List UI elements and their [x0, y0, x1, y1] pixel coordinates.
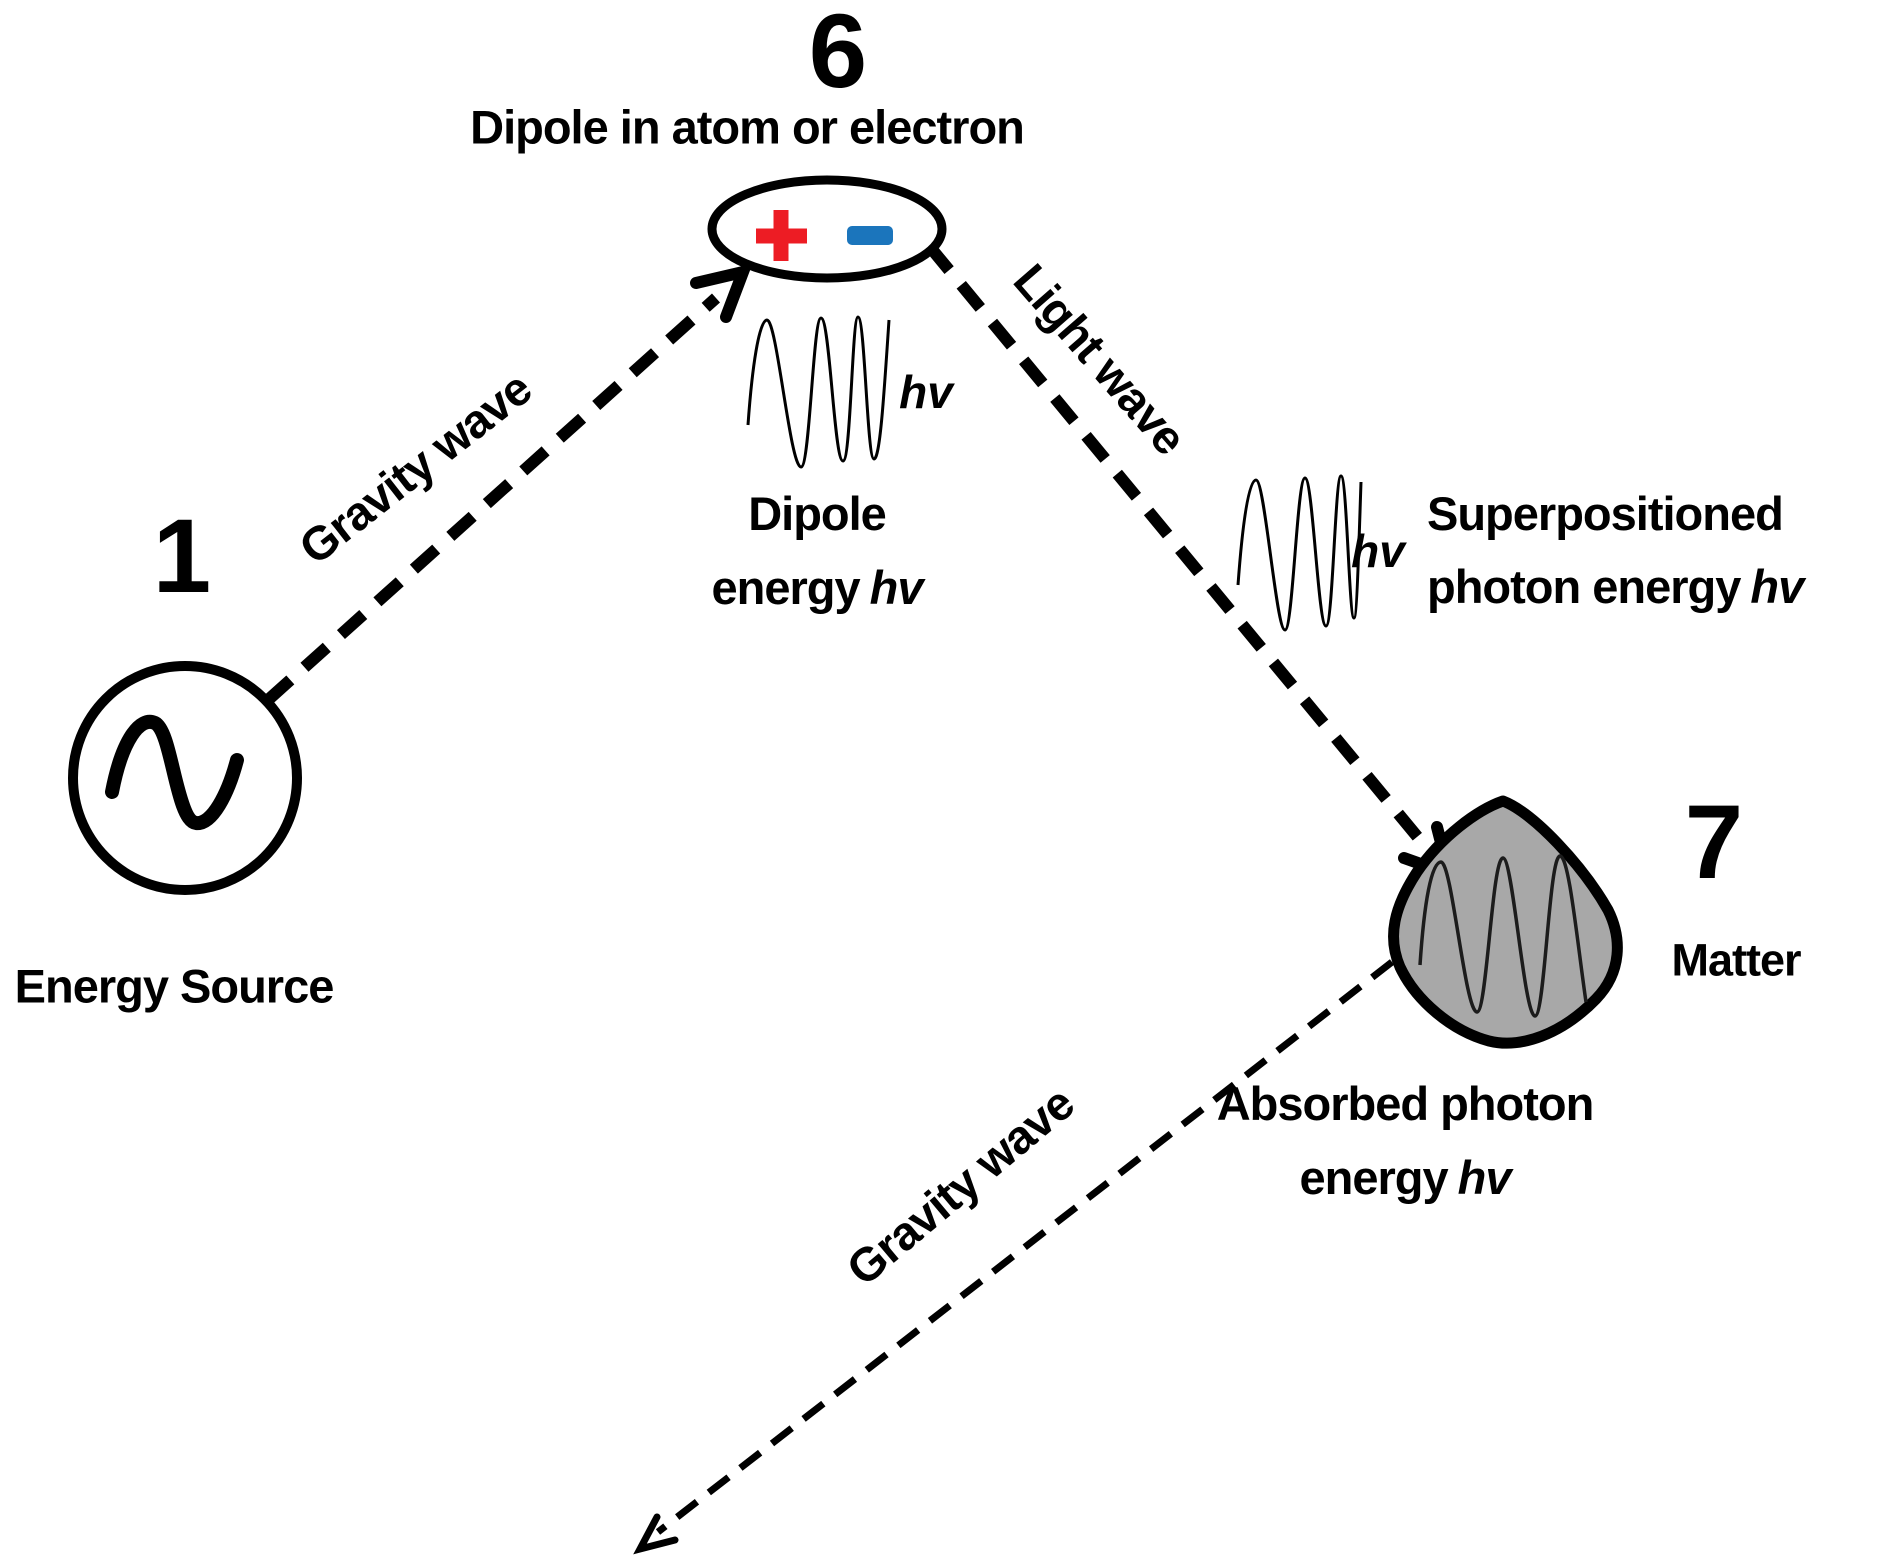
matter-number: 7	[1684, 783, 1744, 901]
absorbed-photon-wave-icon	[1418, 854, 1588, 1018]
matter-label: Matter	[1671, 934, 1801, 986]
dipole-energy-line1: Dipole	[748, 487, 887, 540]
hv-symbol: hv	[1750, 560, 1804, 613]
gravity-wave-out-arrowhead-icon	[633, 1513, 679, 1555]
dipole-number: 6	[808, 0, 868, 110]
minus-icon	[847, 226, 893, 245]
dipole-title: Dipole in atom or electron	[470, 100, 1025, 154]
absorbed-line1: Absorbed photon	[1216, 1077, 1595, 1130]
dipole-wave-hv-label: hv	[899, 365, 953, 418]
gravity-wave-in-dashed-line	[263, 293, 721, 705]
energy-source-circle	[68, 661, 302, 895]
hv-symbol: hv	[869, 561, 924, 614]
superpositioned-wave-hv-label: hv	[1351, 524, 1405, 577]
dipole-ellipse	[707, 175, 947, 283]
hv-symbol: hv	[1457, 1151, 1512, 1204]
energy-source-label: Energy Source	[14, 959, 335, 1013]
energy-source-number: 1	[152, 497, 212, 615]
gravity-wave-out-dashed-line	[655, 959, 1395, 1535]
sine-wave-icon	[105, 714, 244, 830]
matter-blob	[1388, 795, 1623, 1049]
light-wave-dashed-line	[925, 243, 1435, 856]
plus-icon	[756, 210, 807, 261]
superpositioned-line1: Superpositioned	[1427, 487, 1784, 540]
gravity-wave-in-arrowhead-icon	[690, 263, 753, 323]
dipole-energy-wave-icon	[746, 315, 891, 469]
superpositioned-photon-wave-icon	[1236, 474, 1363, 632]
